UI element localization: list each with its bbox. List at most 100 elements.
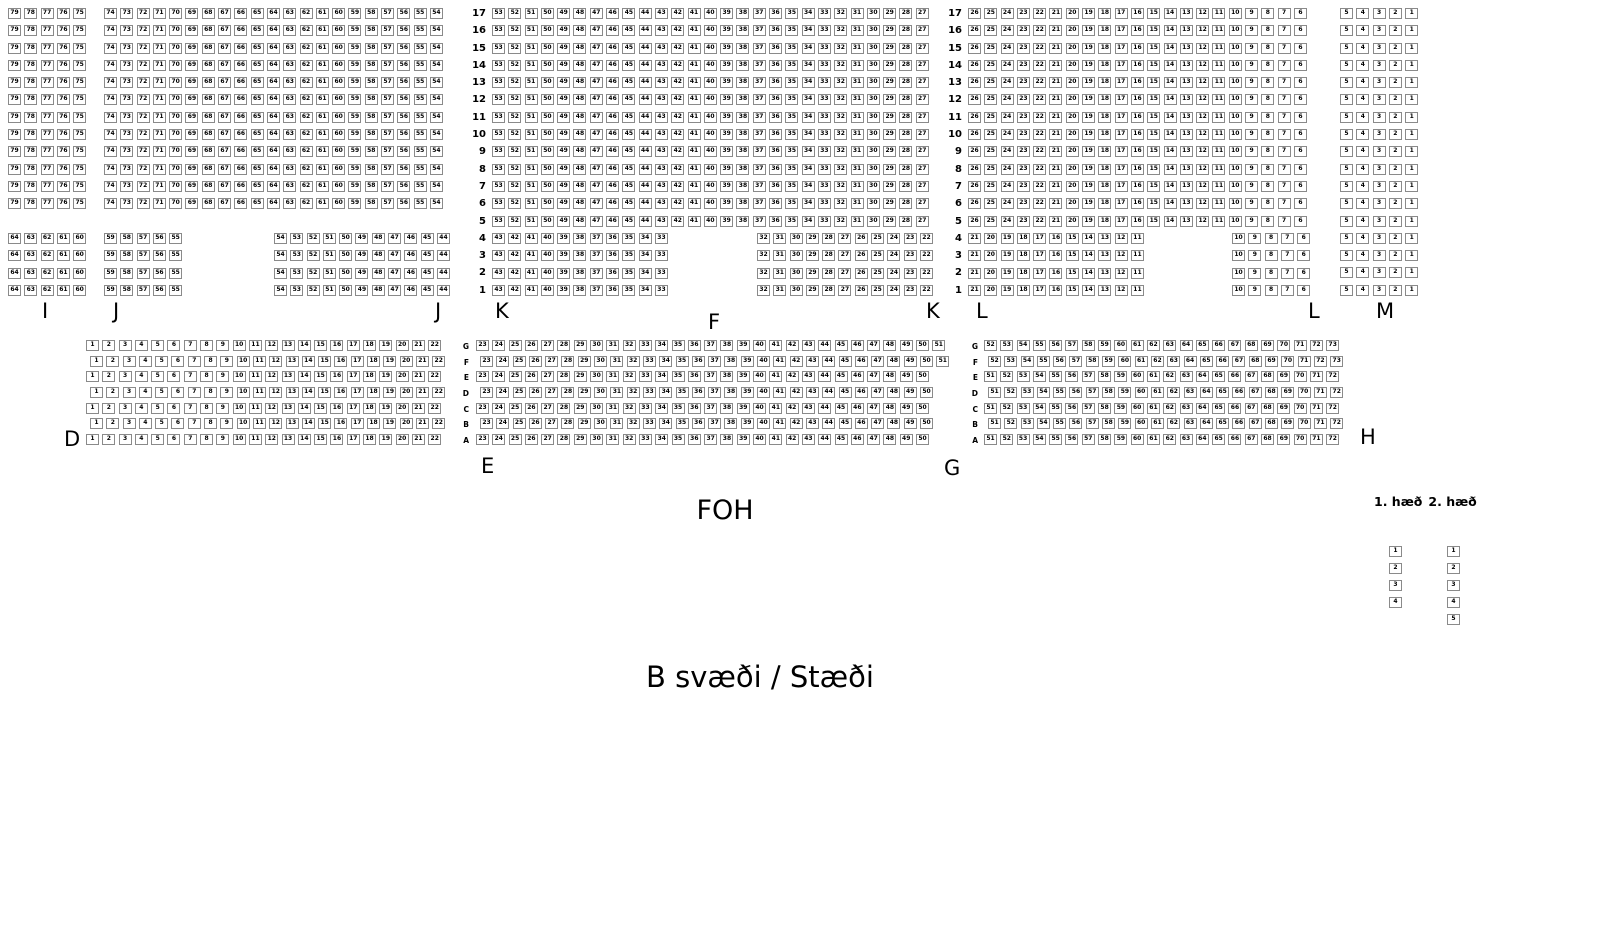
- seat[interactable]: 68: [201, 163, 215, 175]
- seat[interactable]: 32: [622, 402, 636, 414]
- seat[interactable]: 55: [1049, 371, 1063, 383]
- seat[interactable]: 20: [395, 434, 409, 446]
- seat[interactable]: 5: [1340, 77, 1353, 89]
- seat[interactable]: 36: [769, 146, 783, 158]
- seat[interactable]: 6: [1293, 42, 1307, 54]
- seat[interactable]: 54: [1036, 418, 1050, 430]
- seat[interactable]: 12: [1196, 129, 1210, 141]
- seat[interactable]: 37: [589, 233, 603, 244]
- seat[interactable]: 60: [332, 8, 346, 19]
- seat[interactable]: 35: [785, 59, 799, 71]
- seat[interactable]: 16: [1049, 284, 1063, 296]
- seat[interactable]: 60: [73, 233, 87, 244]
- seat[interactable]: 72: [136, 198, 150, 210]
- seat[interactable]: 53: [492, 77, 505, 89]
- seat[interactable]: 66: [234, 59, 248, 71]
- seat[interactable]: 7: [1280, 250, 1294, 262]
- seat[interactable]: 73: [1326, 340, 1340, 351]
- seat[interactable]: 64: [266, 129, 280, 141]
- seat[interactable]: 10: [1228, 215, 1242, 227]
- seat[interactable]: 65: [1212, 434, 1226, 446]
- seat[interactable]: 2: [1388, 129, 1402, 141]
- seat[interactable]: 35: [671, 371, 685, 383]
- seat[interactable]: 42: [671, 25, 685, 37]
- seat[interactable]: 58: [364, 146, 378, 158]
- seat[interactable]: 16: [334, 418, 348, 430]
- seat[interactable]: 50: [339, 284, 353, 296]
- seat[interactable]: 42: [785, 402, 799, 414]
- seat[interactable]: 45: [622, 129, 636, 141]
- seat[interactable]: 2: [102, 340, 116, 351]
- seat[interactable]: 18: [363, 340, 377, 351]
- seat[interactable]: 48: [573, 8, 587, 19]
- seat[interactable]: 38: [573, 233, 587, 244]
- seat[interactable]: 33: [817, 42, 831, 54]
- seat[interactable]: 16: [1130, 94, 1144, 106]
- seat[interactable]: 67: [218, 180, 232, 192]
- seat[interactable]: 7: [187, 387, 201, 399]
- seat[interactable]: 13: [1098, 284, 1112, 296]
- seat[interactable]: 40: [703, 198, 717, 210]
- seat[interactable]: 29: [883, 25, 897, 37]
- seat[interactable]: 30: [866, 163, 880, 175]
- seat[interactable]: 21: [1049, 25, 1063, 37]
- seat[interactable]: 55: [169, 284, 183, 296]
- seat[interactable]: 15: [318, 387, 332, 399]
- seat[interactable]: 25: [871, 267, 885, 279]
- seat[interactable]: 42: [508, 284, 522, 296]
- seat[interactable]: 30: [789, 233, 803, 244]
- seat[interactable]: 62: [299, 25, 313, 37]
- seat[interactable]: 58: [364, 163, 378, 175]
- seat[interactable]: 36: [606, 267, 620, 279]
- seat[interactable]: 75: [73, 129, 87, 141]
- seat[interactable]: 48: [887, 418, 901, 430]
- seat[interactable]: 24: [496, 387, 510, 399]
- seat[interactable]: 74: [104, 198, 117, 210]
- seat[interactable]: 67: [1244, 402, 1258, 414]
- seat[interactable]: 56: [397, 42, 411, 54]
- seat[interactable]: 35: [622, 267, 636, 279]
- seat[interactable]: 4: [1356, 42, 1370, 54]
- seat[interactable]: 16: [330, 402, 344, 414]
- seat[interactable]: 9: [1248, 267, 1262, 279]
- seat[interactable]: 34: [801, 180, 815, 192]
- seat[interactable]: 17: [346, 340, 360, 351]
- seat[interactable]: 16: [330, 340, 344, 351]
- seat[interactable]: 13: [285, 355, 299, 367]
- seat[interactable]: 43: [654, 25, 668, 37]
- seat[interactable]: 68: [1261, 434, 1275, 446]
- seat[interactable]: 64: [266, 59, 280, 71]
- seat[interactable]: 27: [915, 77, 929, 89]
- seat[interactable]: 31: [850, 42, 864, 54]
- seat[interactable]: 56: [1065, 402, 1079, 414]
- seat[interactable]: 34: [801, 59, 815, 71]
- seat[interactable]: 7: [1277, 163, 1291, 175]
- seat[interactable]: 1: [1405, 129, 1419, 141]
- seat[interactable]: 47: [589, 42, 603, 54]
- seat[interactable]: 35: [785, 163, 799, 175]
- seat[interactable]: 20: [1065, 163, 1079, 175]
- seat[interactable]: 71: [152, 94, 166, 106]
- seat[interactable]: 48: [573, 94, 587, 106]
- seat[interactable]: 22: [919, 233, 933, 244]
- seat[interactable]: 48: [573, 180, 587, 192]
- seat[interactable]: 25: [508, 371, 522, 383]
- seat[interactable]: 57: [136, 250, 150, 262]
- seat[interactable]: 59: [348, 198, 362, 210]
- seat[interactable]: 57: [381, 59, 395, 71]
- seat[interactable]: 63: [1183, 418, 1197, 430]
- seat[interactable]: 71: [1309, 402, 1323, 414]
- seat[interactable]: 36: [769, 180, 783, 192]
- seat[interactable]: 21: [1049, 163, 1063, 175]
- seat[interactable]: 1: [86, 434, 99, 446]
- seat[interactable]: 33: [654, 284, 668, 296]
- seat[interactable]: 68: [201, 111, 215, 123]
- seat[interactable]: 77: [40, 25, 54, 37]
- seat[interactable]: 4: [1356, 59, 1370, 71]
- seat[interactable]: 33: [817, 77, 831, 89]
- seat[interactable]: 49: [557, 94, 571, 106]
- seat[interactable]: 8: [1261, 198, 1275, 210]
- seat[interactable]: 53: [290, 284, 304, 296]
- seat[interactable]: 23: [1016, 8, 1030, 19]
- seat[interactable]: 53: [290, 233, 304, 244]
